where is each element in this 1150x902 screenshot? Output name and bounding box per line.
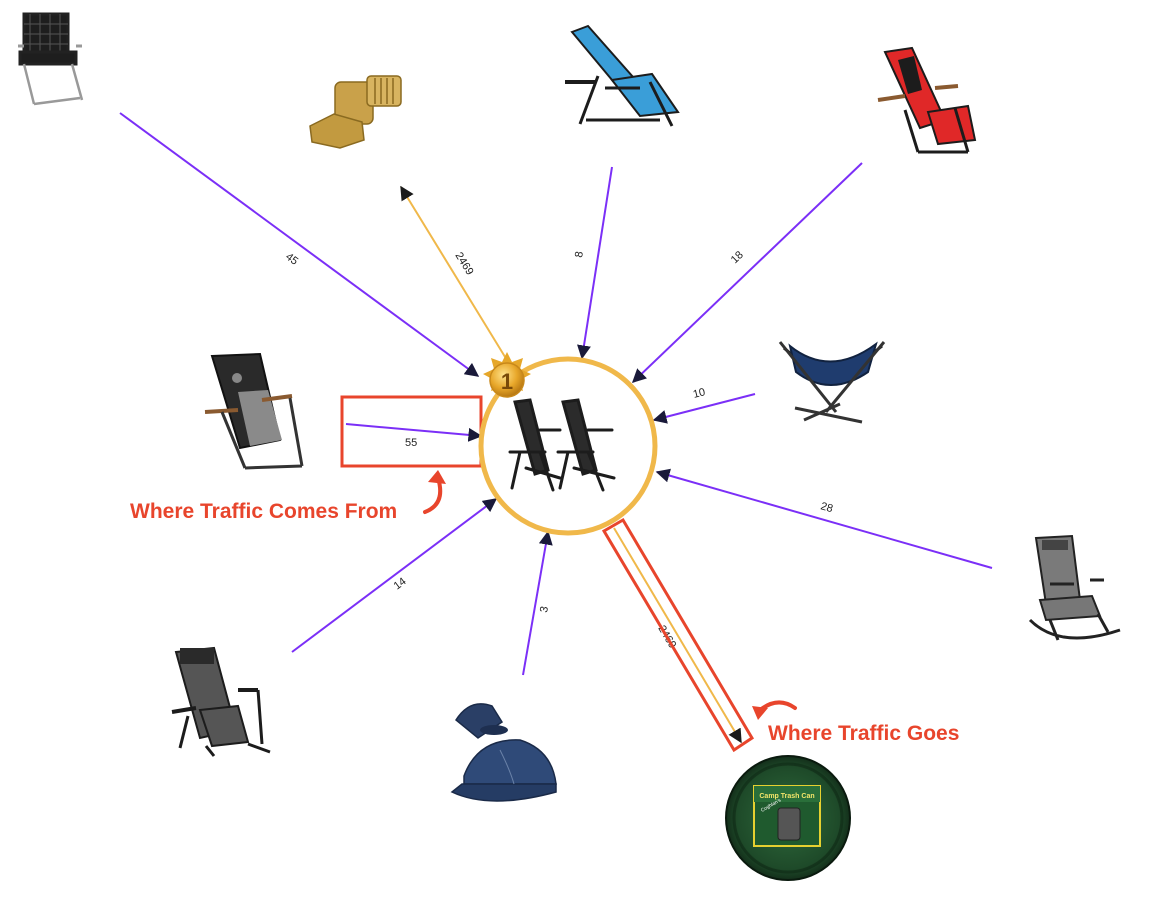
trash-can-package-label: Camp Trash Can bbox=[759, 793, 814, 800]
product-node-blue-zero-gravity-chair[interactable] bbox=[565, 26, 678, 126]
red-zero-gravity-chair-icon bbox=[878, 48, 975, 152]
edge-label: 14 bbox=[392, 575, 409, 592]
edge-label: 18 bbox=[729, 249, 746, 266]
curved-arrow-head-icon bbox=[428, 470, 446, 484]
outbound-callout-label: Where Traffic Goes bbox=[768, 722, 959, 745]
brass-elbow-fitting-icon bbox=[310, 76, 401, 148]
inbound-callout-label: Where Traffic Comes From bbox=[130, 500, 397, 523]
webbed-lawn-chair-icon bbox=[18, 14, 82, 104]
edge-from-gray-rocking-chair bbox=[657, 472, 992, 568]
product-node-black-webbed-lawn-chair[interactable] bbox=[18, 14, 82, 104]
edge-label: 55 bbox=[405, 437, 417, 449]
edge-label: 3 bbox=[538, 605, 551, 613]
camp-trash-can-icon: Camp Trash Can Coghlan's bbox=[726, 756, 850, 880]
blue-zero-gravity-chair-icon bbox=[565, 26, 678, 126]
edge-label: 2469 bbox=[452, 250, 475, 277]
product-node-black-mesh-recliner[interactable] bbox=[172, 648, 270, 756]
gray-rocking-chair-icon bbox=[1030, 536, 1120, 640]
edge-from-red-padded-zero-gravity-chair bbox=[633, 163, 862, 382]
hammock-with-stand-icon bbox=[780, 342, 884, 422]
edge-from-padded-black-recliner bbox=[346, 424, 481, 436]
product-node-brass-hose-elbow[interactable] bbox=[310, 76, 401, 148]
product-node-denim-baseball-caps[interactable] bbox=[452, 704, 556, 801]
inbound-highlight-box bbox=[342, 397, 481, 466]
black-mesh-recliner-icon bbox=[172, 648, 270, 756]
padded-black-recliner-icon bbox=[205, 354, 302, 468]
product-node-camp-trash-can[interactable]: Camp Trash Can Coghlan's bbox=[726, 756, 850, 880]
edge-label: 10 bbox=[692, 386, 707, 401]
center-node[interactable]: 1 bbox=[481, 352, 655, 533]
product-node-navy-hammock-with-stand[interactable] bbox=[780, 342, 884, 422]
edge-from-denim-baseball-caps bbox=[523, 532, 548, 675]
product-node-red-padded-zero-gravity-chair[interactable] bbox=[878, 48, 975, 152]
edge-to-brass-hose-elbow bbox=[401, 187, 510, 365]
edge-label: 8 bbox=[573, 251, 586, 259]
baseball-caps-icon bbox=[452, 704, 556, 801]
edge-from-black-webbed-lawn-chair bbox=[120, 113, 478, 376]
edge-from-blue-zero-gravity-chair bbox=[582, 167, 612, 358]
product-node-gray-rocking-chair[interactable] bbox=[1030, 536, 1120, 640]
edge-to-camp-trash-can bbox=[614, 528, 741, 742]
product-node-padded-black-recliner[interactable] bbox=[205, 354, 302, 468]
rank-badge-number: 1 bbox=[501, 369, 513, 394]
edge-label: 45 bbox=[283, 251, 300, 268]
curved-arrow-head-icon bbox=[752, 706, 768, 720]
edge-label: 28 bbox=[819, 500, 834, 515]
